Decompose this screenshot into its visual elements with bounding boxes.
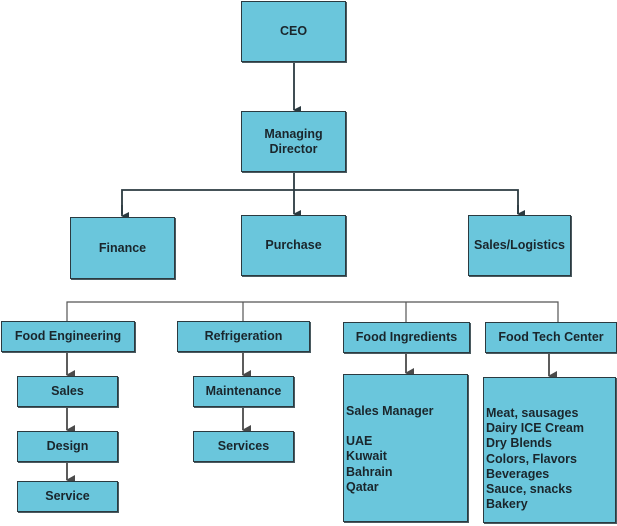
md-branch-bar bbox=[121, 189, 519, 214]
fe-design-label: Design bbox=[46, 439, 89, 453]
ref-maintenance-node: Maintenance bbox=[193, 376, 294, 407]
sales-logistics-node: Sales/Logistics bbox=[468, 215, 571, 276]
ceo-label: CEO bbox=[279, 24, 308, 38]
food-ingredients-detail-node: Sales Manager UAE Kuwait Bahrain Qatar bbox=[343, 374, 468, 522]
food-ingredients-label: Food Ingredients bbox=[355, 330, 458, 344]
fi-detail-item: UAE bbox=[346, 434, 373, 449]
fe-sales-label: Sales bbox=[51, 384, 84, 398]
ftc-detail-item: Beverages bbox=[486, 466, 550, 481]
fi-detail-title: Sales Manager bbox=[346, 404, 434, 418]
managing-director-label-line1: Managing bbox=[264, 126, 323, 141]
refrigeration-label: Refrigeration bbox=[204, 329, 283, 343]
finance-node: Finance bbox=[70, 217, 175, 279]
purchase-node: Purchase bbox=[241, 215, 346, 276]
fe-service-label: Service bbox=[45, 489, 90, 503]
ftc-detail-item: Bakery bbox=[486, 497, 528, 512]
food-tech-center-label: Food Tech Center bbox=[498, 330, 604, 344]
food-engineering-label: Food Engineering bbox=[14, 329, 122, 343]
managing-director-label-line2: Director bbox=[269, 141, 318, 156]
sales-logistics-label: Sales/Logistics bbox=[473, 238, 565, 252]
ftc-detail-item: Dairy ICE Cream bbox=[486, 421, 584, 436]
fi-detail-item: Kuwait bbox=[346, 449, 387, 464]
ref-services-label: Services bbox=[217, 439, 270, 453]
fe-service-node: Service bbox=[17, 481, 118, 512]
fi-detail-item: Bahrain bbox=[346, 464, 393, 479]
purchase-label: Purchase bbox=[265, 238, 322, 252]
refrigeration-node: Refrigeration bbox=[177, 321, 310, 352]
fi-detail-item: Qatar bbox=[346, 479, 379, 494]
food-ingredients-node: Food Ingredients bbox=[343, 322, 470, 353]
food-tech-center-node: Food Tech Center bbox=[485, 322, 617, 353]
ref-maintenance-label: Maintenance bbox=[205, 384, 282, 398]
ftc-detail-item: Colors, Flavors bbox=[486, 451, 577, 466]
ftc-detail-item: Dry Blends bbox=[486, 436, 552, 451]
managing-director-node: Managing Director bbox=[241, 111, 346, 172]
ftc-detail-item: Meat, sausages bbox=[486, 406, 579, 420]
ceo-node: CEO bbox=[241, 1, 346, 62]
finance-label: Finance bbox=[98, 240, 147, 255]
fe-sales-node: Sales bbox=[17, 376, 118, 407]
division-branch-bar bbox=[66, 301, 559, 322]
food-tech-center-detail-node: Meat, sausages Dairy ICE Cream Dry Blend… bbox=[483, 377, 616, 523]
fe-design-node: Design bbox=[17, 431, 118, 462]
ref-services-node: Services bbox=[193, 431, 294, 462]
food-engineering-node: Food Engineering bbox=[1, 321, 135, 352]
ftc-detail-item: Sauce, snacks bbox=[486, 482, 573, 497]
